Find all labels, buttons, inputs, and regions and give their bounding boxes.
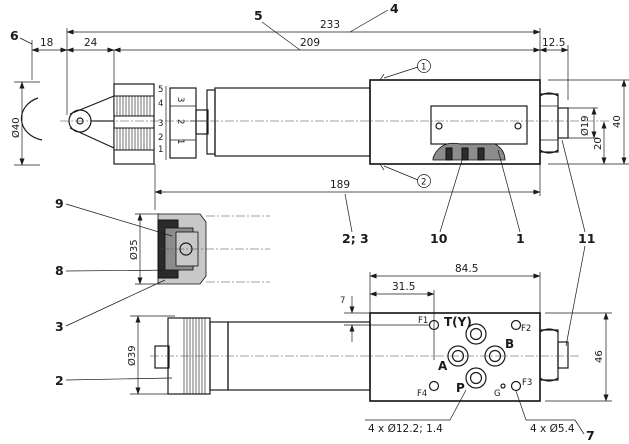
dimension-dia35-label: Ø35 [128, 239, 140, 260]
dimension-dia19-label: Ø19 [579, 115, 591, 136]
dimension-18: 18 [31, 37, 68, 53]
dimension-46: 46 [545, 312, 612, 402]
callouts: 5 4 6 2; 3 10 1 11 9 8 3 2 7 [10, 1, 595, 443]
top-view: 233 209 18 24 12.5 Ø40 [10, 19, 629, 210]
dimension-84-5-label: 84.5 [455, 263, 478, 275]
dimension-24: 24 [66, 37, 115, 53]
port-f3-label: F3 [522, 378, 532, 388]
scale-knob-3: 3 [175, 97, 185, 102]
valve-body [369, 73, 541, 171]
holes-large-note: 4 x Ø12.2; 1.4 [365, 389, 467, 435]
dimension-dia39: Ø39 [126, 315, 175, 395]
dimension-233: 233 [66, 19, 541, 35]
scale-4: 4 [158, 99, 163, 109]
callout-10: 10 [430, 231, 448, 246]
scale-1: 1 [158, 145, 163, 155]
callout-3: 3 [55, 319, 64, 334]
dimension-46-label: 46 [594, 350, 605, 363]
scale-2: 2 [158, 133, 163, 143]
dimension-12-5-label: 12.5 [542, 37, 565, 49]
dimension-20: 20 [593, 121, 607, 165]
port-b-label: B [505, 337, 514, 351]
holes-small-label: 4 x Ø5.4 [530, 423, 575, 435]
dimension-189: 189 [154, 164, 541, 210]
dimension-dia40-label: Ø40 [10, 117, 22, 138]
dimension-31-5-label: 31.5 [392, 281, 415, 293]
dimension-233-label: 233 [320, 19, 340, 31]
callout-11: 11 [578, 231, 595, 246]
scale-3: 3 [158, 119, 163, 129]
port-t-label: T(Y) [444, 315, 472, 329]
port-t [465, 323, 487, 345]
callout-1: 1 [516, 231, 525, 246]
callout-5: 5 [254, 8, 263, 23]
scale-knob-1: 1 [175, 139, 185, 144]
dimension-7: 7 [340, 296, 430, 342]
dimension-209: 209 [113, 37, 541, 53]
holes-small-note: 4 x Ø5.4 [515, 390, 575, 435]
dimension-dia19: Ø19 [568, 107, 598, 139]
dimension-31-5: 31.5 [369, 281, 435, 360]
holes-large-label: 4 x Ø12.2; 1.4 [368, 423, 443, 435]
dimension-24-label: 24 [84, 37, 98, 49]
callout-4: 4 [390, 1, 399, 16]
dimension-18-label: 18 [40, 37, 53, 49]
callout-9: 9 [55, 196, 64, 211]
port-p [465, 367, 487, 389]
port-a-label: A [438, 359, 448, 373]
callout-7: 7 [586, 428, 595, 443]
circled-2-label: 2 [421, 178, 426, 188]
dimension-189-label: 189 [330, 179, 350, 191]
port-f4-label: F4 [417, 389, 427, 399]
dimension-20-label: 20 [593, 137, 604, 150]
callout-8: 8 [55, 263, 64, 278]
hex-nut-top [539, 92, 569, 154]
port-g-label: G [494, 389, 501, 399]
callout-2-3: 2; 3 [342, 231, 369, 246]
callout-6: 6 [10, 28, 19, 43]
dimension-209-label: 209 [300, 37, 320, 49]
dimension-dia40: Ø40 [10, 81, 40, 166]
handwheel-knurled: 5 4 3 2 1 3 2 1 [113, 83, 216, 165]
dimension-7-label: 7 [340, 296, 345, 306]
detail-view: Ø35 [128, 213, 270, 285]
port-f1-label: F1 [418, 316, 428, 326]
port-p-label: P [456, 381, 465, 395]
dimension-40-label: 40 [612, 115, 623, 128]
circled-1-label: 1 [421, 63, 426, 73]
circled-marker-1: 1 [383, 59, 431, 79]
handwheel-ring [20, 95, 115, 149]
bottom-view: Ø39 84.5 31.5 [126, 263, 612, 435]
dimension-40: 40 [548, 79, 629, 165]
valve-tube [214, 87, 371, 157]
dimension-12-5: 12.5 [539, 37, 569, 53]
circled-marker-2: 2 [383, 165, 431, 188]
scale-5: 5 [158, 85, 163, 95]
dimension-dia39-label: Ø39 [126, 345, 138, 366]
callout-2: 2 [55, 373, 64, 388]
scale-knob-2: 2 [175, 119, 185, 124]
port-f2-label: F2 [521, 324, 531, 334]
